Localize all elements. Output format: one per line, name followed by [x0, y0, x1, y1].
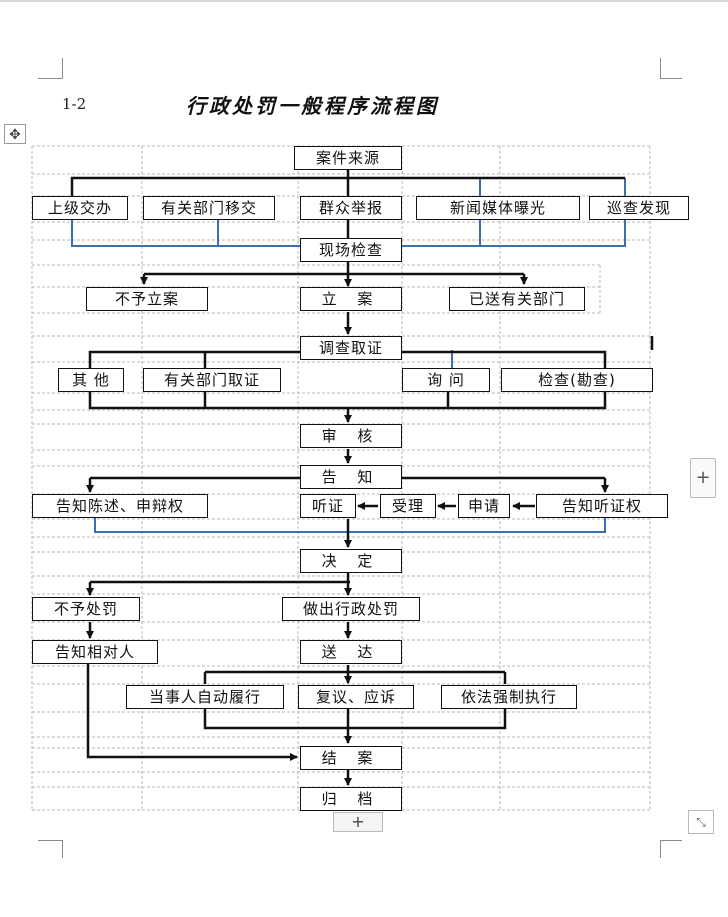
crop-mark: [38, 78, 62, 79]
node-media-exposure: 新闻媒体曝光: [416, 196, 580, 220]
node-public-report: 群众举报: [300, 196, 402, 220]
node-sent-to-dept: 已送有关部门: [449, 287, 585, 311]
node-patrol-discovery: 巡查发现: [589, 196, 689, 220]
node-site-inspection: 现场检查: [300, 238, 402, 262]
crop-mark: [38, 840, 62, 841]
node-no-penalty: 不予处罚: [32, 597, 140, 621]
node-inquiry: 询 问: [402, 368, 490, 392]
node-application: 申请: [458, 494, 510, 518]
top-edge: [0, 0, 728, 2]
add-column-button[interactable]: +: [690, 458, 716, 498]
node-dept-transfer: 有关部门移交: [143, 196, 275, 220]
node-decision: 决 定: [300, 549, 402, 573]
node-notify-hearing: 告知听证权: [536, 494, 668, 518]
add-row-button[interactable]: +: [333, 812, 383, 832]
crop-mark: [62, 840, 63, 858]
node-notify-statement: 告知陈述、申辩权: [32, 494, 208, 518]
node-voluntary: 当事人自动履行: [126, 685, 284, 709]
node-hearing: 听证: [300, 494, 356, 518]
page-label: 1-2: [62, 95, 87, 113]
node-superior-referral: 上级交办: [32, 196, 128, 220]
node-appeal: 复议、应诉: [298, 685, 414, 709]
node-review: 审 核: [300, 424, 402, 448]
node-dept-evidence: 有关部门取证: [143, 368, 281, 392]
node-service: 送 达: [300, 640, 402, 664]
node-archive: 归 档: [300, 787, 402, 811]
crop-mark: [660, 78, 682, 79]
node-notice: 告 知: [300, 465, 402, 489]
node-no-filing: 不予立案: [86, 287, 208, 311]
resize-icon[interactable]: ⤡: [688, 810, 714, 834]
node-investigation: 调查取证: [300, 336, 402, 360]
node-notify-party: 告知相对人: [32, 640, 158, 664]
node-acceptance: 受理: [380, 494, 436, 518]
node-case-source: 案件来源: [294, 146, 402, 170]
node-enforcement: 依法强制执行: [441, 685, 577, 709]
page-title: 行政处罚一般程序流程图: [186, 94, 439, 118]
node-other: 其 他: [58, 368, 124, 392]
node-close-case: 结 案: [300, 746, 402, 770]
crop-mark: [660, 840, 661, 858]
crop-mark: [660, 840, 682, 841]
blue-connectors: [71, 178, 626, 533]
crop-mark: [660, 58, 661, 79]
crop-mark: [62, 58, 63, 79]
move-icon[interactable]: ✥: [4, 124, 26, 144]
node-inspection-survey: 检查(勘查): [501, 368, 653, 392]
node-filing: 立 案: [300, 287, 402, 311]
node-make-penalty: 做出行政处罚: [282, 597, 420, 621]
